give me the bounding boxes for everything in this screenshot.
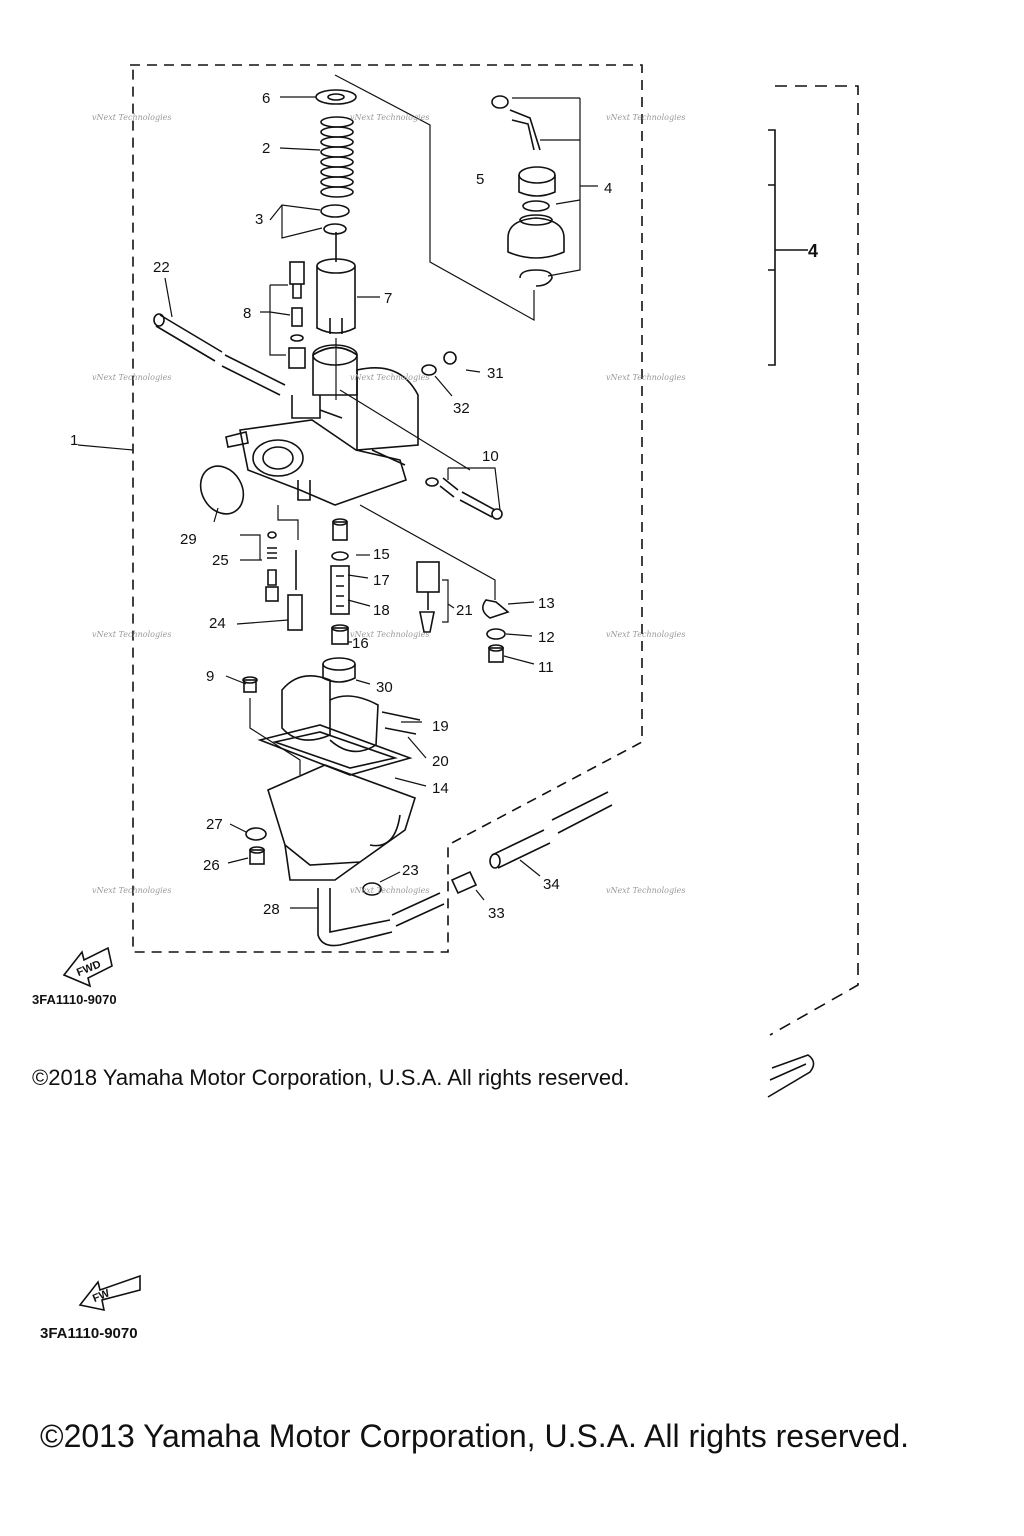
callout-31: 31 [487, 365, 504, 382]
part-1-carburetor-body [225, 344, 419, 506]
assembly-boundary [130, 64, 643, 953]
watermark: vNext Technologies [606, 886, 685, 895]
part-20-needle [384, 727, 417, 735]
callout-27: 27 [206, 816, 223, 833]
part-3-clip [320, 204, 350, 218]
part-29-o-ring [199, 465, 245, 515]
part-4-cap-assembly [491, 95, 565, 287]
callout-11: 11 [538, 659, 554, 676]
right-boundary [769, 85, 859, 1036]
watermark: vNext Technologies [92, 373, 171, 382]
watermark: vNext Technologies [606, 373, 685, 382]
group-bracket [768, 129, 808, 366]
callout-22: 22 [153, 259, 170, 276]
callout-29: 29 [180, 531, 197, 548]
part-32-washer [421, 364, 437, 376]
float [281, 674, 379, 753]
callout-20: 20 [432, 753, 449, 770]
callout-21: 21 [456, 602, 473, 619]
watermark: vNext Technologies [350, 113, 429, 122]
part-15-jet [332, 518, 348, 541]
callout-17: 17 [373, 572, 390, 589]
callout-34: 34 [543, 876, 560, 893]
callout-23: 23 [402, 862, 419, 879]
part-31-screw [443, 351, 457, 365]
callout-5: 5 [476, 171, 484, 188]
watermark: vNext Technologies [606, 113, 685, 122]
drawing-code: 3FA1110-9070 [32, 992, 117, 1007]
callout-24: 24 [209, 615, 226, 632]
callout-13: 13 [538, 595, 555, 612]
callout-26: 26 [203, 857, 220, 874]
part-33-fitting [450, 870, 478, 895]
part-23-clamp [362, 882, 382, 896]
callout-28: 28 [263, 901, 280, 918]
callout-18: 18 [373, 602, 390, 619]
callout-30: 30 [376, 679, 393, 696]
copyright-notice-lower: ©2013 Yamaha Motor Corporation, U.S.A. A… [40, 1418, 910, 1454]
part-17-o-ring [331, 551, 349, 561]
part-2-spring [320, 116, 354, 198]
callout-14: 14 [432, 780, 449, 797]
watermark: vNext Technologies [350, 630, 429, 639]
callout-32: 32 [453, 400, 470, 417]
part-12-washer [486, 628, 506, 640]
part-11-screw [488, 644, 504, 663]
fwd-label: FWD [75, 958, 103, 979]
callout-4: 4 [604, 180, 612, 197]
watermark: vNext Technologies [92, 630, 171, 639]
drawing-code-lower: 3FA1110-9070 [40, 1325, 138, 1342]
part-26-drain-screw [249, 846, 265, 865]
part-27-washer [245, 827, 267, 841]
callout-15: 15 [373, 546, 390, 563]
callout-labels: 6 2 3 7 8 22 1 31 32 10 5 4 4 29 15 25 1… [70, 90, 818, 1305]
part-25-pilot-screw [265, 531, 279, 602]
part-10-throttle-stop-screw [425, 477, 503, 520]
callout-7: 7 [384, 290, 392, 307]
watermark: vNext Technologies [606, 630, 685, 639]
callout-1: 1 [70, 432, 78, 449]
callout-25: 25 [212, 552, 229, 569]
callout-12: 12 [538, 629, 555, 646]
part-7-throttle-valve [316, 258, 356, 334]
watermark: vNext Technologies [350, 373, 429, 382]
fwd-arrow-partial [78, 1274, 141, 1312]
callout-3: 3 [255, 211, 263, 228]
watermark: vNext Technologies [92, 886, 171, 895]
part-24-pilot-jet [287, 550, 303, 631]
callout-4-group: 4 [808, 241, 818, 261]
callout-10: 10 [482, 448, 499, 465]
callout-16: 16 [352, 635, 369, 652]
copyright-notice: ©2018 Yamaha Motor Corporation, U.S.A. A… [32, 1065, 630, 1090]
part-14-gasket [257, 724, 413, 776]
leader-lines [77, 74, 598, 909]
fwd-arrow [62, 946, 113, 988]
part-22-hose [153, 313, 286, 396]
part-16-main-jet [331, 624, 349, 645]
callout-33: 33 [488, 905, 505, 922]
callout-19: 19 [432, 718, 449, 735]
watermark: vNext Technologies [92, 113, 171, 122]
fwd-label-partial: FW [91, 1287, 112, 1305]
part-19-float-pin [381, 711, 421, 721]
callout-8: 8 [243, 305, 251, 322]
part-34-hose [489, 791, 613, 869]
part-5-cap [518, 166, 556, 184]
float-bowl [267, 764, 416, 881]
part-21-needle-valve [416, 561, 440, 633]
watermarks: vNext Technologies vNext Technologies vN… [92, 113, 685, 895]
part-8-screw-assembly [288, 261, 306, 369]
callout-9: 9 [206, 668, 214, 685]
part-9-screw [242, 676, 258, 693]
loose-hose [767, 1054, 815, 1098]
part-13-clip [482, 599, 510, 619]
part-28-drain-hose [317, 888, 393, 947]
part-6-washer [315, 89, 357, 105]
watermark: vNext Technologies [350, 886, 429, 895]
callout-6: 6 [262, 90, 270, 107]
callout-2: 2 [262, 140, 270, 157]
part-18-needle-jet [330, 565, 350, 615]
